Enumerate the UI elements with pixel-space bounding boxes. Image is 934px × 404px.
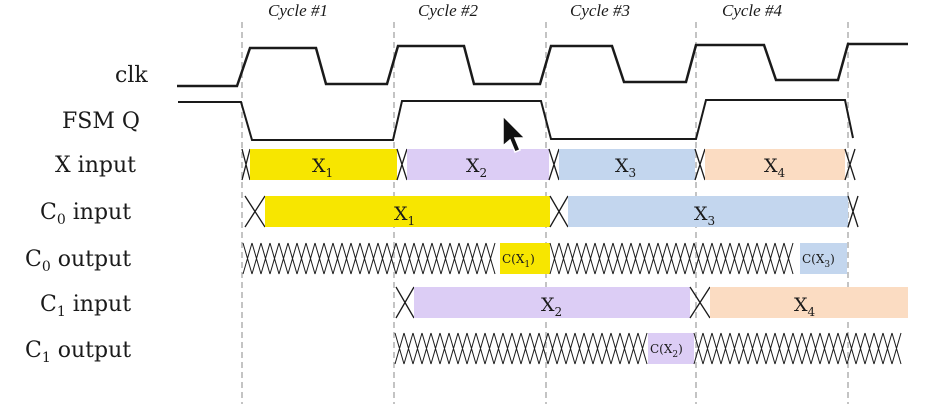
clk-waveform: [177, 42, 908, 88]
c1-transition-1: [395, 286, 415, 319]
cycle-label-1: Cycle #1: [268, 1, 328, 20]
x-transition-3: [548, 148, 560, 181]
c1-seg-x4-label: X4: [794, 294, 816, 319]
c0-transition-3: [847, 195, 859, 228]
fsm-q-waveform: [178, 99, 854, 141]
arrow-cursor-icon: [502, 114, 527, 153]
x-transition-2: [396, 148, 408, 181]
x-seg-x3-label: X3: [615, 155, 636, 180]
signal-label-fsm-q: FSM Q: [62, 109, 140, 134]
c1-out-x2-label: C(X2): [650, 342, 683, 360]
c0-transition-1: [244, 195, 266, 228]
signal-label-c0-output: C0 output: [25, 247, 131, 275]
c0-out-hatch-1: [242, 242, 496, 275]
c1-out-hatch-2: [693, 332, 902, 365]
c1-out-hatch-1: [394, 332, 648, 365]
signal-label-c0-input: C0 input: [40, 200, 131, 228]
x-seg-x2-label: X2: [466, 155, 487, 180]
c1-seg-x2: [414, 287, 690, 318]
x-input-row: X1 X2 X3 X4: [241, 148, 856, 181]
c1-transition-2: [689, 286, 711, 319]
signal-label-clk: clk: [115, 63, 148, 88]
c0-input-row: X1 X3: [244, 195, 859, 228]
x-seg-x4-label: X4: [764, 155, 786, 180]
c0-out-seg-x3: [800, 243, 847, 274]
c0-transition-2: [549, 195, 569, 228]
c0-out-hatch-2: [549, 242, 794, 275]
signal-label-c1-input: C1 input: [40, 292, 131, 320]
x-transition-4: [694, 148, 706, 181]
c0-out-seg-x1: [500, 243, 550, 274]
x-seg-x1: [250, 149, 397, 180]
x-seg-x4: [705, 149, 845, 180]
c1-out-seg-x2: [648, 333, 694, 364]
c0-out-x3-label: C(X3): [802, 252, 835, 270]
x-transition-5: [844, 148, 856, 181]
c1-output-row: C(X2): [394, 332, 902, 365]
cycle-label-4: Cycle #4: [722, 1, 782, 20]
c0-seg-x1-label: X1: [394, 203, 415, 228]
x-seg-x2: [407, 149, 549, 180]
c0-output-row: C(X1) C(X3): [242, 242, 847, 275]
cycle-label-2: Cycle #2: [418, 1, 478, 20]
cycle-label-3: Cycle #3: [570, 1, 630, 20]
c1-seg-x4: [710, 287, 908, 318]
x-seg-x1-label: X1: [312, 155, 333, 180]
c0-seg-x3-label: X3: [694, 203, 715, 228]
c0-seg-x3: [568, 196, 848, 227]
signal-label-x-input: X input: [55, 153, 136, 178]
c0-out-x1-label: C(X1): [502, 252, 535, 270]
x-transition-1: [241, 148, 251, 181]
c0-seg-x1: [265, 196, 550, 227]
x-seg-x3: [559, 149, 695, 180]
signal-label-c1-output: C1 output: [25, 338, 131, 366]
c1-input-row: X2 X4: [395, 286, 908, 319]
c1-seg-x2-label: X2: [541, 294, 562, 319]
